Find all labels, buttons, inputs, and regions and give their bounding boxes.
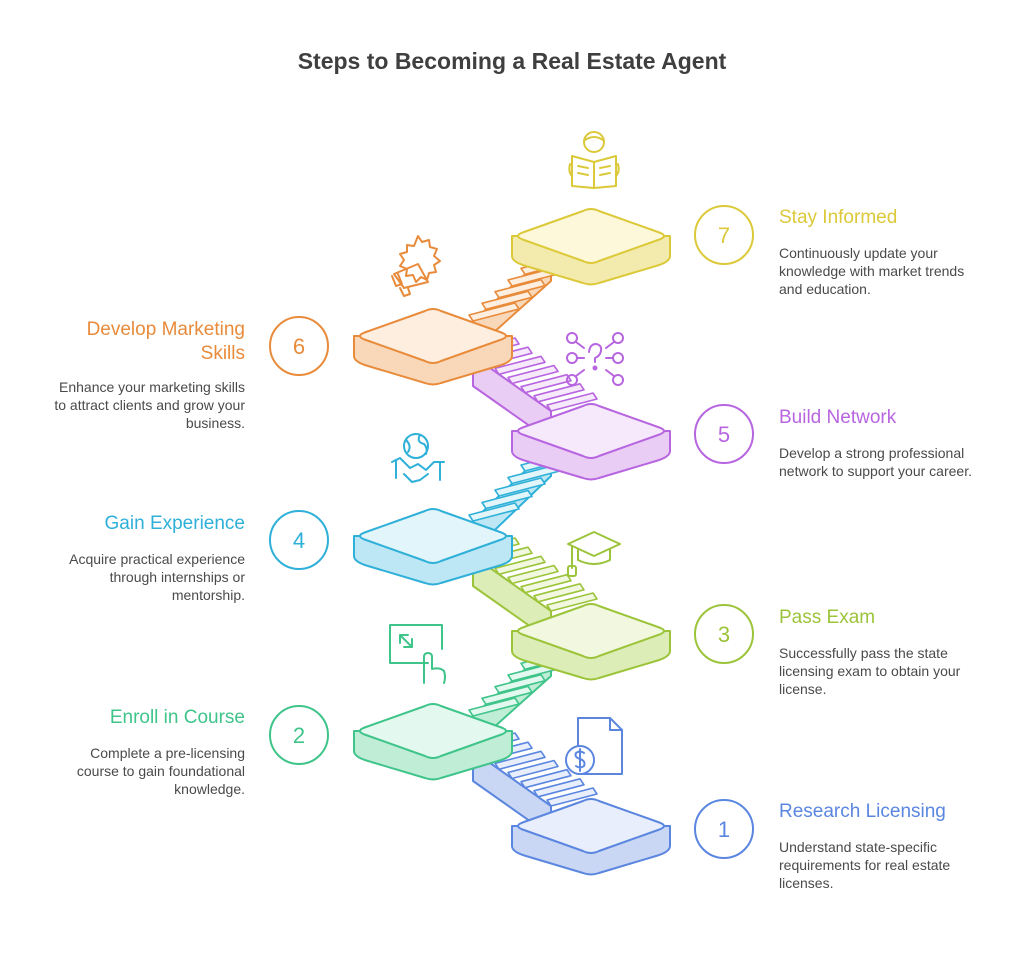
icons-layer xyxy=(389,131,624,775)
step-4-number-circle: 4 xyxy=(269,510,329,570)
step-5-number-circle: 5 xyxy=(694,404,754,464)
platform-7 xyxy=(511,208,671,286)
step-2-number-circle: 2 xyxy=(269,705,329,765)
handshake-globe-icon xyxy=(391,433,445,483)
step-3-number-circle: 3 xyxy=(694,604,754,664)
step-5-description: Develop a strong professional network to… xyxy=(779,445,972,479)
platform-2 xyxy=(353,703,513,781)
dollar-document-icon xyxy=(565,717,623,775)
step-7-number-circle: 7 xyxy=(694,205,754,265)
number-circles: 1 2 3 4 5 6 7 xyxy=(269,205,754,859)
step-1-number: 1 xyxy=(718,817,730,842)
step-7-description: Continuously update your knowledge with … xyxy=(779,245,965,297)
step-6-title: Develop Marketing Skills xyxy=(86,319,245,364)
platform-6 xyxy=(353,308,513,386)
reading-person-icon xyxy=(568,131,620,189)
platform-3 xyxy=(511,603,671,681)
megaphone-icon xyxy=(391,235,441,297)
step-7-number: 7 xyxy=(718,223,730,248)
touch-expand-icon xyxy=(389,624,446,684)
platforms-layer xyxy=(353,208,671,876)
step-2-title: Enroll in Course xyxy=(109,707,245,728)
step-1-title: Research Licensing xyxy=(779,801,946,822)
page-title: Steps to Becoming a Real Estate Agent xyxy=(297,48,727,74)
step-1-number-circle: 1 xyxy=(694,799,754,859)
step-4-title: Gain Experience xyxy=(104,513,245,534)
step-4-description: Acquire practical experience through int… xyxy=(69,551,245,603)
platform-4 xyxy=(353,508,513,586)
step-1-description: Understand state-specific requirements f… xyxy=(779,839,951,891)
step-5-number: 5 xyxy=(718,422,730,447)
step-6-number-circle: 6 xyxy=(269,316,329,376)
step-3-number: 3 xyxy=(718,622,730,647)
step-2-description: Complete a pre-licensing course to gain … xyxy=(76,745,245,797)
step-7-title: Stay Informed xyxy=(779,207,898,228)
step-4-number: 4 xyxy=(293,528,305,553)
step-6-number: 6 xyxy=(293,334,305,359)
graduation-cap-icon xyxy=(567,531,621,577)
step-2-number: 2 xyxy=(293,723,305,748)
platform-5 xyxy=(511,403,671,481)
platform-1 xyxy=(511,798,671,876)
step-3-description: Successfully pass the state licensing ex… xyxy=(779,645,961,697)
step-6-description: Enhance your marketing skills to attract… xyxy=(54,379,245,431)
step-5-title: Build Network xyxy=(779,407,897,428)
network-question-icon xyxy=(566,332,624,386)
step-3-title: Pass Exam xyxy=(779,607,876,628)
